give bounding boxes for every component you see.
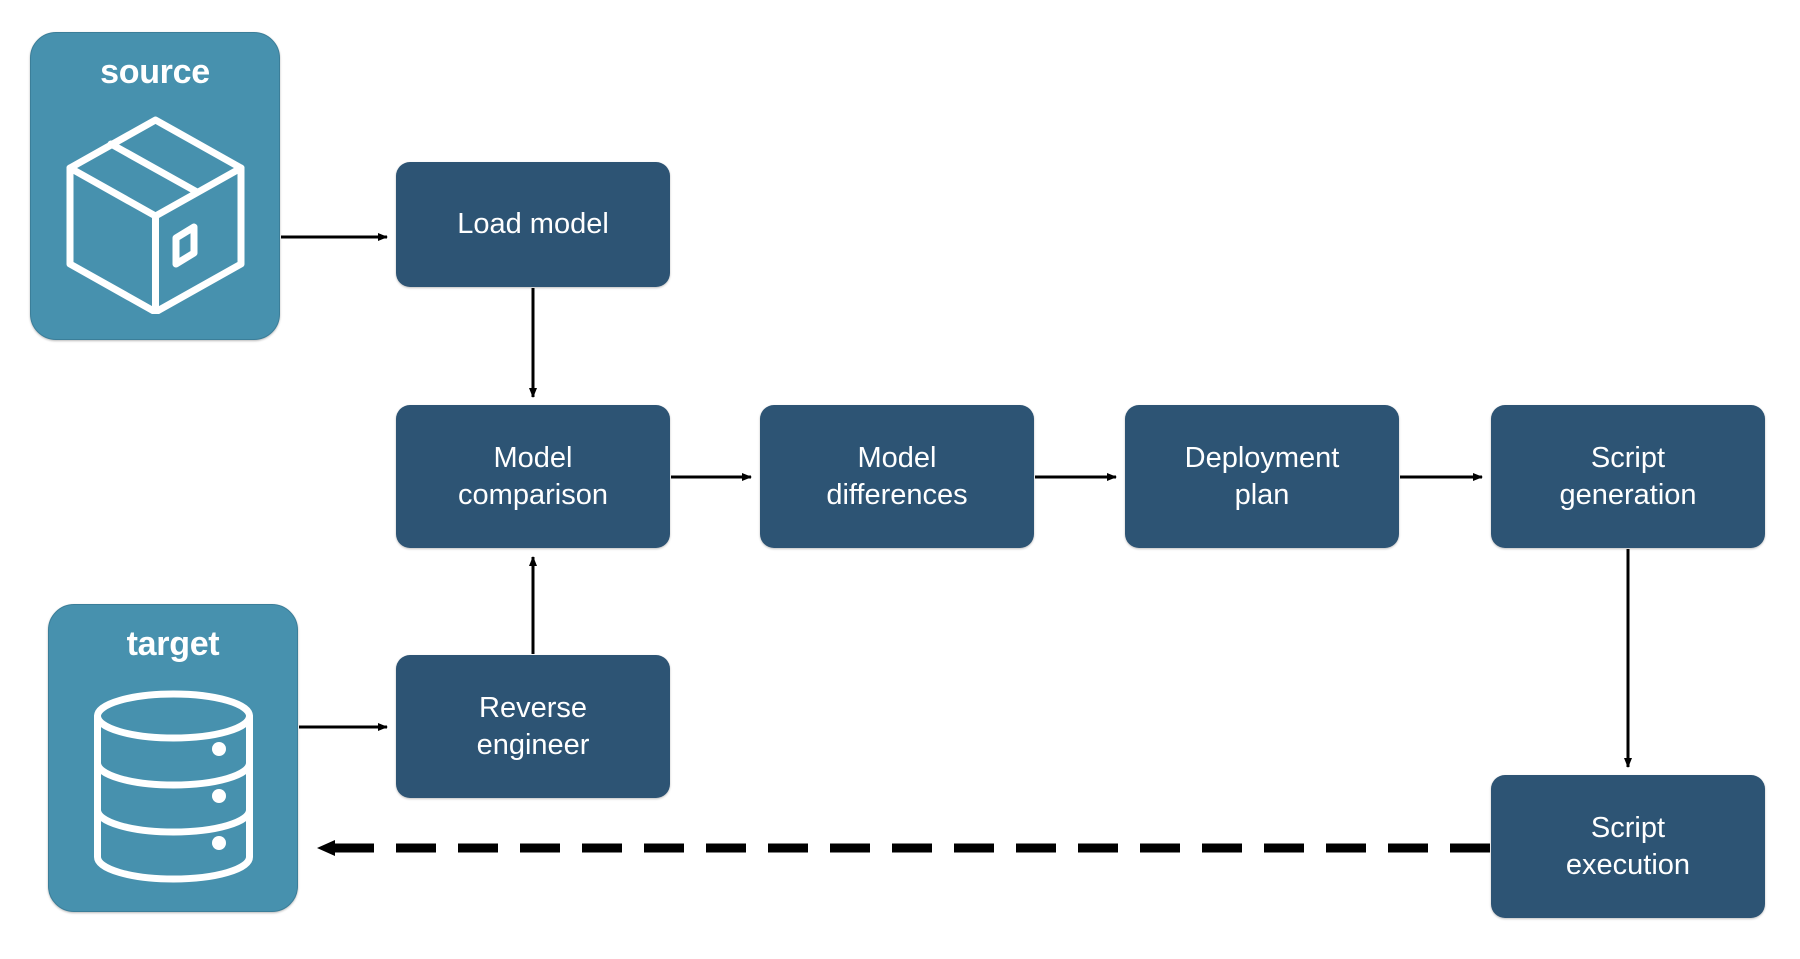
endpoint-source[interactable]: source — [30, 32, 280, 340]
process-box-deployment-plan[interactable]: Deployment plan — [1125, 405, 1399, 548]
process-box-script-execution[interactable]: Script execution — [1491, 775, 1765, 918]
process-box-load-model[interactable]: Load model — [396, 162, 670, 287]
process-box-model-differences-label: Model differences — [826, 442, 968, 511]
database-cylinder-icon — [49, 661, 297, 911]
endpoint-source-label: source — [100, 53, 210, 91]
process-box-reverse-engineer-label: Reverse engineer — [476, 692, 590, 761]
process-box-model-comparison-label: Model comparison — [458, 442, 608, 511]
endpoint-target[interactable]: target — [48, 604, 298, 912]
process-box-deployment-plan-label: Deployment plan — [1184, 442, 1340, 511]
process-box-model-differences[interactable]: Model differences — [760, 405, 1034, 548]
endpoint-target-label: target — [126, 625, 220, 663]
process-box-model-comparison[interactable]: Model comparison — [396, 405, 670, 548]
process-box-script-generation-label: Script generation — [1559, 442, 1697, 511]
package-box-icon — [31, 89, 279, 339]
process-box-script-generation[interactable]: Script generation — [1491, 405, 1765, 548]
process-box-reverse-engineer[interactable]: Reverse engineer — [396, 655, 670, 798]
process-box-load-model-label: Load model — [457, 208, 609, 241]
process-box-script-execution-label: Script execution — [1565, 812, 1691, 881]
